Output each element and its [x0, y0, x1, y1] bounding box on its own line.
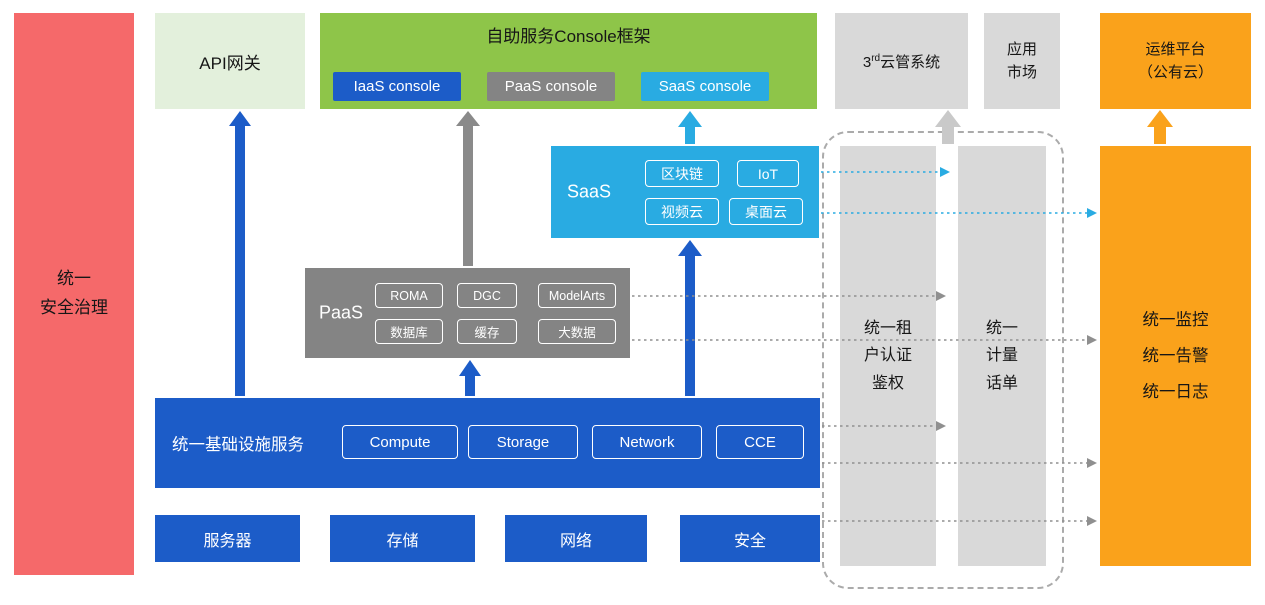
paas-item-roma: ROMA: [375, 283, 443, 308]
dashed-arrowhead-saas-monitoring: [1087, 208, 1097, 218]
monitoring-bar: 统一监控 统一告警 统一日志: [1100, 146, 1251, 566]
om-platform-label: 运维平台 （公有云）: [1137, 40, 1213, 81]
arrow-paas-to-console: [456, 111, 480, 266]
dashed-arrowhead-iaas-monitoring: [1087, 458, 1097, 468]
infrastructure-box: 统一基础设施服务 Compute Storage Network CCE: [155, 398, 820, 488]
arrow-iaas-to-paas: [459, 360, 481, 396]
app-market-label: 应用 市场: [1006, 40, 1037, 81]
metering-label: 统一 计量 话单: [985, 320, 1018, 392]
saas-console-chip: SaaS console: [641, 72, 769, 101]
iaas-item-storage: Storage: [468, 425, 578, 459]
saas-item-video-cloud: 视频云: [645, 198, 719, 225]
dashed-arrowhead-paas-monitoring: [1087, 335, 1097, 345]
om-platform-box: 运维平台 （公有云）: [1100, 13, 1251, 109]
tenant-auth-label: 统一租 户认证 鉴权: [863, 320, 912, 392]
tenant-auth-column: 统一租 户认证 鉴权: [840, 146, 936, 566]
paas-item-cache: 缓存: [457, 319, 517, 344]
arrow-monitoring-to-om-platform: [1147, 110, 1173, 144]
hardware-security-box: 安全: [680, 515, 820, 562]
third-party-cms-suffix: 云管系统: [880, 53, 941, 71]
paas-item-dgc: DGC: [457, 283, 517, 308]
saas-box: SaaS 区块链 IoT 视频云 桌面云: [551, 146, 819, 238]
api-gateway-box: API网关: [155, 13, 305, 109]
unified-security-governance-bar: 统一 安全治理: [14, 13, 134, 575]
third-party-cms-sup: rd: [871, 52, 881, 64]
third-party-cms-label: 3rd云管系统: [863, 51, 940, 72]
hardware-storage-box: 存储: [330, 515, 475, 562]
saas-item-desktop-cloud: 桌面云: [729, 198, 803, 225]
monitoring-label: 统一监控 统一告警 统一日志: [1142, 310, 1209, 402]
paas-item-modelarts: ModelArts: [538, 283, 616, 308]
hardware-network-box: 网络: [505, 515, 647, 562]
console-framework-title: 自助服务Console框架: [486, 27, 651, 46]
infrastructure-label: 统一基础设施服务: [172, 436, 304, 454]
iaas-item-cce: CCE: [716, 425, 804, 459]
saas-item-iot: IoT: [737, 160, 799, 187]
console-framework-box: 自助服务Console框架 IaaS console PaaS console …: [320, 13, 817, 109]
paas-label: PaaS: [319, 302, 364, 323]
arrow-iaas-to-api-gateway: [229, 111, 251, 396]
third-party-cms-prefix: 3: [862, 53, 872, 71]
paas-console-chip: PaaS console: [487, 72, 615, 101]
iaas-item-compute: Compute: [342, 425, 458, 459]
paas-box: PaaS ROMA DGC ModelArts 数据库 缓存 大数据: [305, 268, 630, 358]
saas-item-blockchain: 区块链: [645, 160, 719, 187]
arrow-iaas-to-saas: [678, 240, 702, 396]
iaas-console-chip: IaaS console: [333, 72, 461, 101]
arrow-saas-to-console: [678, 111, 702, 144]
hardware-server-box: 服务器: [155, 515, 300, 562]
app-market-box: 应用 市场: [984, 13, 1060, 109]
metering-column: 统一 计量 话单: [958, 146, 1046, 566]
api-gateway-label: API网关: [199, 53, 261, 73]
saas-label: SaaS: [567, 181, 612, 202]
paas-item-bigdata: 大数据: [538, 319, 616, 344]
third-party-cms-box: 3rd云管系统: [835, 13, 968, 109]
dashed-arrowhead-hardware-monitoring: [1087, 516, 1097, 526]
paas-item-database: 数据库: [375, 319, 443, 344]
unified-security-governance-label: 统一 安全治理: [40, 269, 108, 317]
iaas-item-network: Network: [592, 425, 702, 459]
